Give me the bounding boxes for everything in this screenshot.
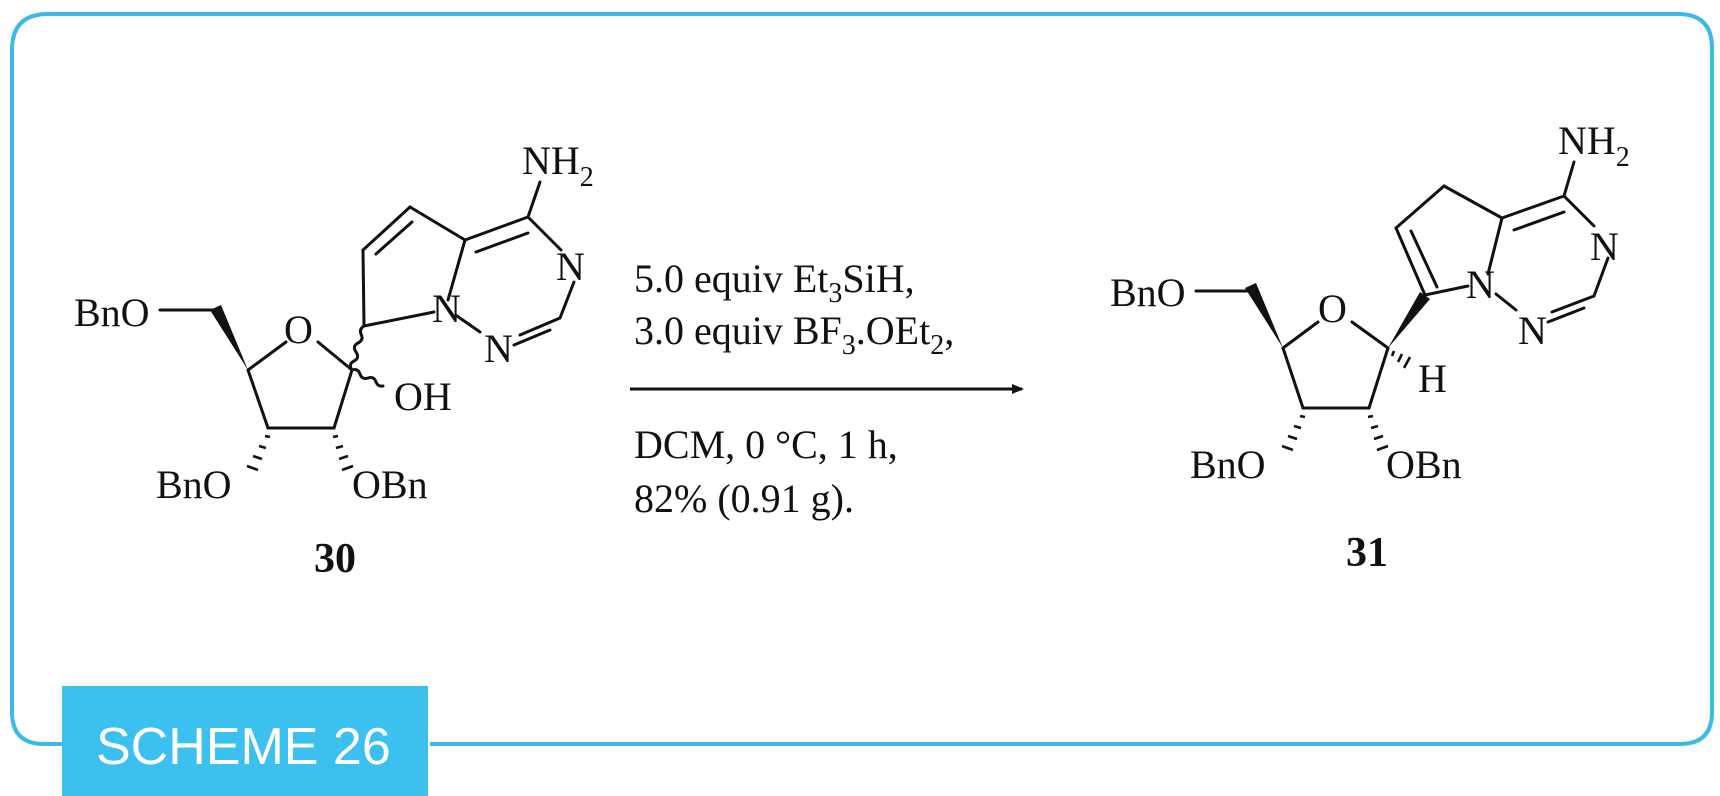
compound-31-ring-oxygen-label: O (1318, 286, 1347, 331)
compound-31-n1-label: N (1466, 262, 1495, 307)
scheme-label: SCHEME 26 (96, 718, 391, 776)
scheme-frame (10, 12, 1714, 746)
compound-30-ring-oxygen-label: O (284, 307, 313, 352)
compound-31-bno-5-label: BnO (1110, 270, 1186, 315)
compound-31-n2-label: N (1518, 308, 1547, 353)
compound-31-n3-label: N (1590, 224, 1619, 269)
compound-31-amine-label: NH2 (1558, 118, 1630, 173)
compound-31-obn-2-label: OBn (1386, 442, 1462, 487)
compound-30: BnO O OH BnO OBn N N N NH2 30 (74, 138, 594, 582)
condition-line-3: DCM, 0 °C, 1 h, (634, 422, 898, 467)
compound-30-bno-5-label: BnO (74, 290, 150, 335)
compound-31-bno-3-label: BnO (1190, 442, 1266, 487)
compound-31-hydrogen-label: H (1418, 356, 1447, 401)
condition-line-2: 3.0 equiv BF3.OEt2, (634, 308, 954, 361)
compound-30-n3-label: N (556, 244, 585, 289)
reaction-conditions: 5.0 equiv Et3SiH, 3.0 equiv BF3.OEt2, DC… (630, 256, 1024, 521)
compound-31-number: 31 (1346, 530, 1388, 576)
compound-30-amine-label: NH2 (522, 138, 594, 193)
compound-31: BnO O H BnO OBn N N N NH2 31 (1110, 118, 1630, 576)
scheme-tag-background (62, 686, 428, 796)
condition-line-4: 82% (0.91 g). (634, 476, 854, 521)
compound-30-number: 30 (314, 536, 356, 582)
compound-30-bno-3-label: BnO (156, 462, 232, 507)
scheme-tag: SCHEME 26 (62, 686, 428, 796)
compound-30-n1-label: N (432, 286, 461, 331)
condition-line-1: 5.0 equiv Et3SiH, (634, 256, 915, 309)
compound-30-obn-2-label: OBn (352, 462, 428, 507)
compound-30-n2-label: N (484, 326, 513, 371)
compound-30-hydroxyl-label: OH (394, 374, 452, 419)
